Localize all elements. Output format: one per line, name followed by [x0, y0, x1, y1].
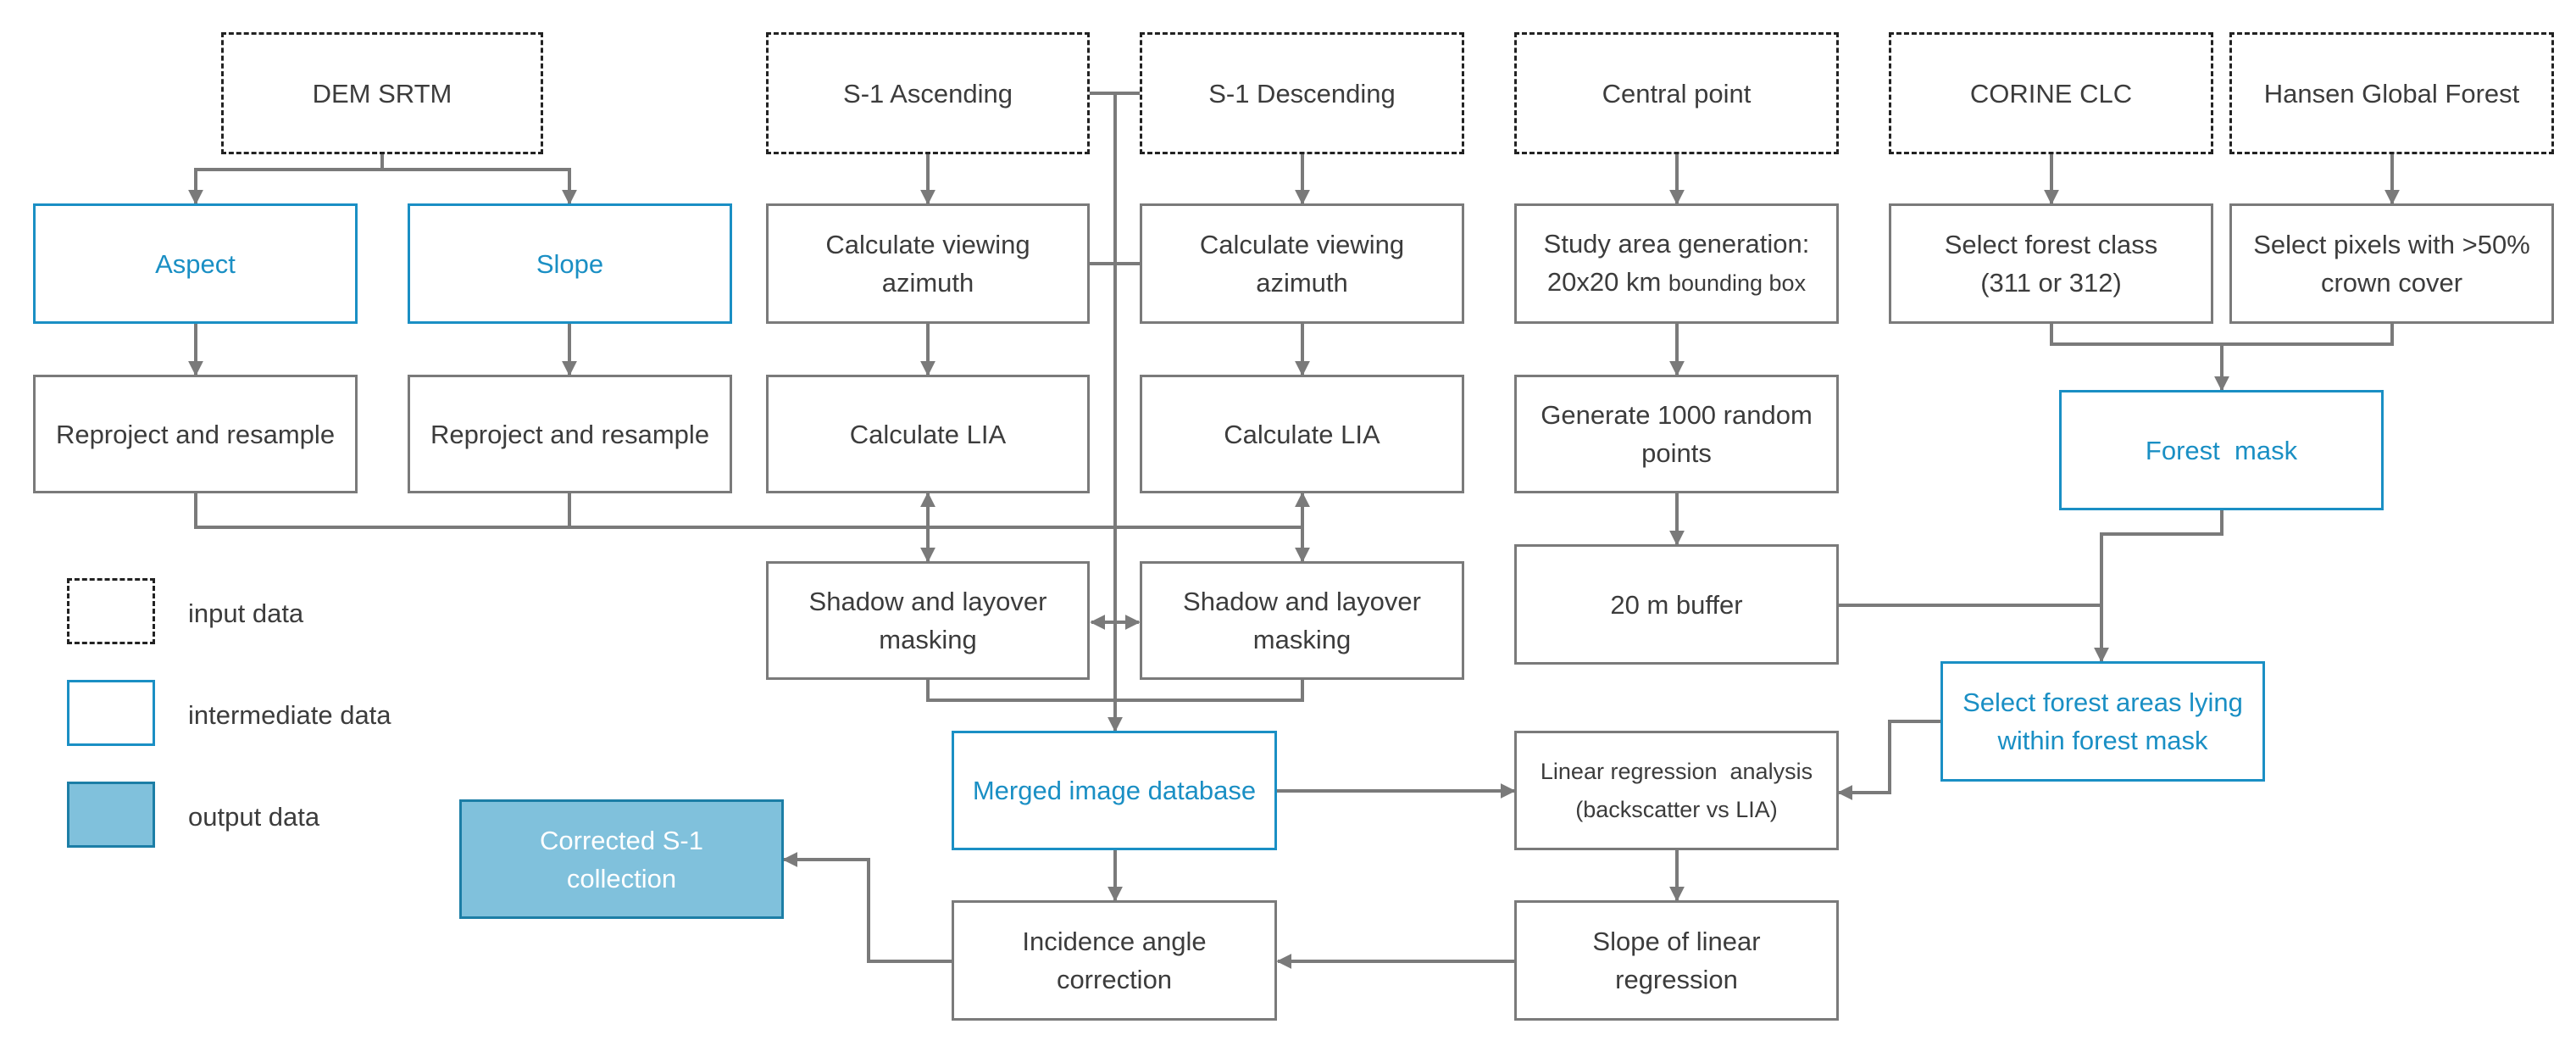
calc-lia-desc-label: Calculate LIA: [1224, 419, 1380, 449]
select-forest-areas-line1: Select forest areas lying: [1963, 687, 2243, 717]
s1-ascending-label: S-1 Ascending: [843, 78, 1013, 109]
select-forest-areas-box: Select forest areas lying within forest …: [1940, 661, 2265, 782]
select-pixels-box: Select pixels with >50% crown cover: [2229, 203, 2554, 324]
connector-dem-slope: [382, 168, 577, 205]
corrected-s1-line1: Corrected S-1: [540, 825, 703, 855]
calc-azimuth-desc-line1: Calculate viewing: [1199, 230, 1405, 259]
shadow-asc-line2: masking: [879, 625, 977, 654]
slope-regression-line1: Slope of linear: [1592, 927, 1761, 956]
incidence-correction-line1: Incidence angle: [1022, 927, 1207, 956]
merged-db-box: Merged image database: [952, 731, 1277, 850]
hansen-forest-label: Hansen Global Forest: [2263, 78, 2520, 109]
central-point-label: Central point: [1602, 78, 1752, 109]
study-area-box: Study area generation: 20x20 km bounding…: [1514, 203, 1839, 324]
connector-mask-selectforest: [2094, 510, 2223, 663]
study-area-line2: 20x20 km bounding box: [1547, 263, 1806, 303]
slope-box: Slope: [408, 203, 732, 324]
shadow-desc-line1: Shadow and layover: [1183, 587, 1421, 616]
select-forest-class-box: Select forest class (311 or 312): [1889, 203, 2213, 324]
shadow-asc-line1: Shadow and layover: [808, 587, 1047, 616]
random-points-box: Generate 1000 random points: [1514, 375, 1839, 493]
connector-incidence-corrected: [782, 852, 952, 963]
calc-azimuth-desc-box: Calculate viewing azimuth: [1140, 203, 1464, 324]
study-area-line1: Study area generation:: [1543, 229, 1810, 259]
corine-clc-label: CORINE CLC: [1969, 78, 2133, 109]
slope-regression-line2: regression: [1615, 965, 1738, 994]
connector-selectforest-regression: [1837, 720, 1940, 800]
legend-intermediate-label: intermediate data: [188, 700, 391, 730]
calc-azimuth-asc-line1: Calculate viewing: [825, 230, 1030, 259]
legend-output-label: output data: [188, 802, 320, 832]
buffer-label: 20 m buffer: [1610, 589, 1743, 620]
buffer-box: 20 m buffer: [1514, 544, 1839, 665]
s1-descending-input: S-1 Descending: [1140, 32, 1464, 154]
connector-dem-split: [188, 154, 384, 205]
shadow-asc-box: Shadow and layover masking: [766, 561, 1090, 680]
incidence-correction-box: Incidence angle correction: [952, 900, 1277, 1021]
random-points-line2: points: [1641, 438, 1712, 468]
connector-reproject-bus: [194, 493, 1302, 529]
corine-clc-input: CORINE CLC: [1889, 32, 2213, 154]
calc-azimuth-desc-line2: azimuth: [1256, 268, 1348, 298]
linear-regression-line1: Linear regression analysis: [1540, 758, 1813, 784]
s1-descending-label: S-1 Descending: [1208, 78, 1396, 109]
slope-regression-box: Slope of linear regression: [1514, 900, 1839, 1021]
aspect-label: Aspect: [155, 248, 236, 279]
select-pixels-line1: Select pixels with >50%: [2253, 230, 2530, 259]
forest-mask-box: Forest mask: [2059, 390, 2384, 510]
calc-lia-desc-box: Calculate LIA: [1140, 375, 1464, 493]
dem-srtm-input: DEM SRTM: [221, 32, 543, 154]
legend-output-swatch: [67, 782, 155, 848]
study-area-size: 20x20 km: [1546, 267, 1668, 297]
s1-ascending-input: S-1 Ascending: [766, 32, 1090, 154]
aspect-box: Aspect: [33, 203, 358, 324]
select-forest-class-line1: Select forest class: [1944, 230, 2158, 259]
select-forest-class-line2: (311 or 312): [1980, 268, 2122, 298]
dem-srtm-label: DEM SRTM: [312, 78, 452, 109]
slope-label: Slope: [536, 248, 604, 279]
legend-input-swatch: [67, 578, 155, 644]
corrected-s1-box: Corrected S-1 collection: [459, 799, 784, 919]
shadow-desc-line2: masking: [1252, 625, 1352, 654]
reproject-resample-1-label: Reproject and resample: [55, 419, 336, 449]
random-points-line1: Generate 1000 random: [1541, 400, 1813, 430]
forest-mask-label: Forest mask: [2145, 435, 2298, 465]
study-area-bbox: bounding box: [1668, 270, 1807, 296]
linear-regression-line2: (backscatter vs LIA): [1575, 796, 1778, 822]
corrected-s1-line2: collection: [566, 863, 677, 893]
select-pixels-line2: crown cover: [2320, 268, 2463, 298]
merged-db-label: Merged image database: [972, 776, 1257, 805]
linear-regression-box: Linear regression analysis (backscatter …: [1514, 731, 1839, 850]
calc-azimuth-asc-box: Calculate viewing azimuth: [766, 203, 1090, 324]
calc-azimuth-asc-line2: azimuth: [881, 268, 974, 298]
calc-lia-asc-label: Calculate LIA: [849, 419, 1007, 449]
central-point-input: Central point: [1514, 32, 1839, 154]
select-forest-areas-line2: within forest mask: [1997, 726, 2208, 755]
incidence-correction-line2: correction: [1056, 965, 1173, 994]
legend-input-label: input data: [188, 598, 304, 628]
reproject-resample-2-label: Reproject and resample: [430, 419, 710, 449]
shadow-desc-box: Shadow and layover masking: [1140, 561, 1464, 680]
reproject-resample-2-box: Reproject and resample: [408, 375, 732, 493]
legend-intermediate-swatch: [67, 680, 155, 746]
calc-lia-asc-box: Calculate LIA: [766, 375, 1090, 493]
hansen-forest-input: Hansen Global Forest: [2229, 32, 2554, 154]
reproject-resample-1-box: Reproject and resample: [33, 375, 358, 493]
